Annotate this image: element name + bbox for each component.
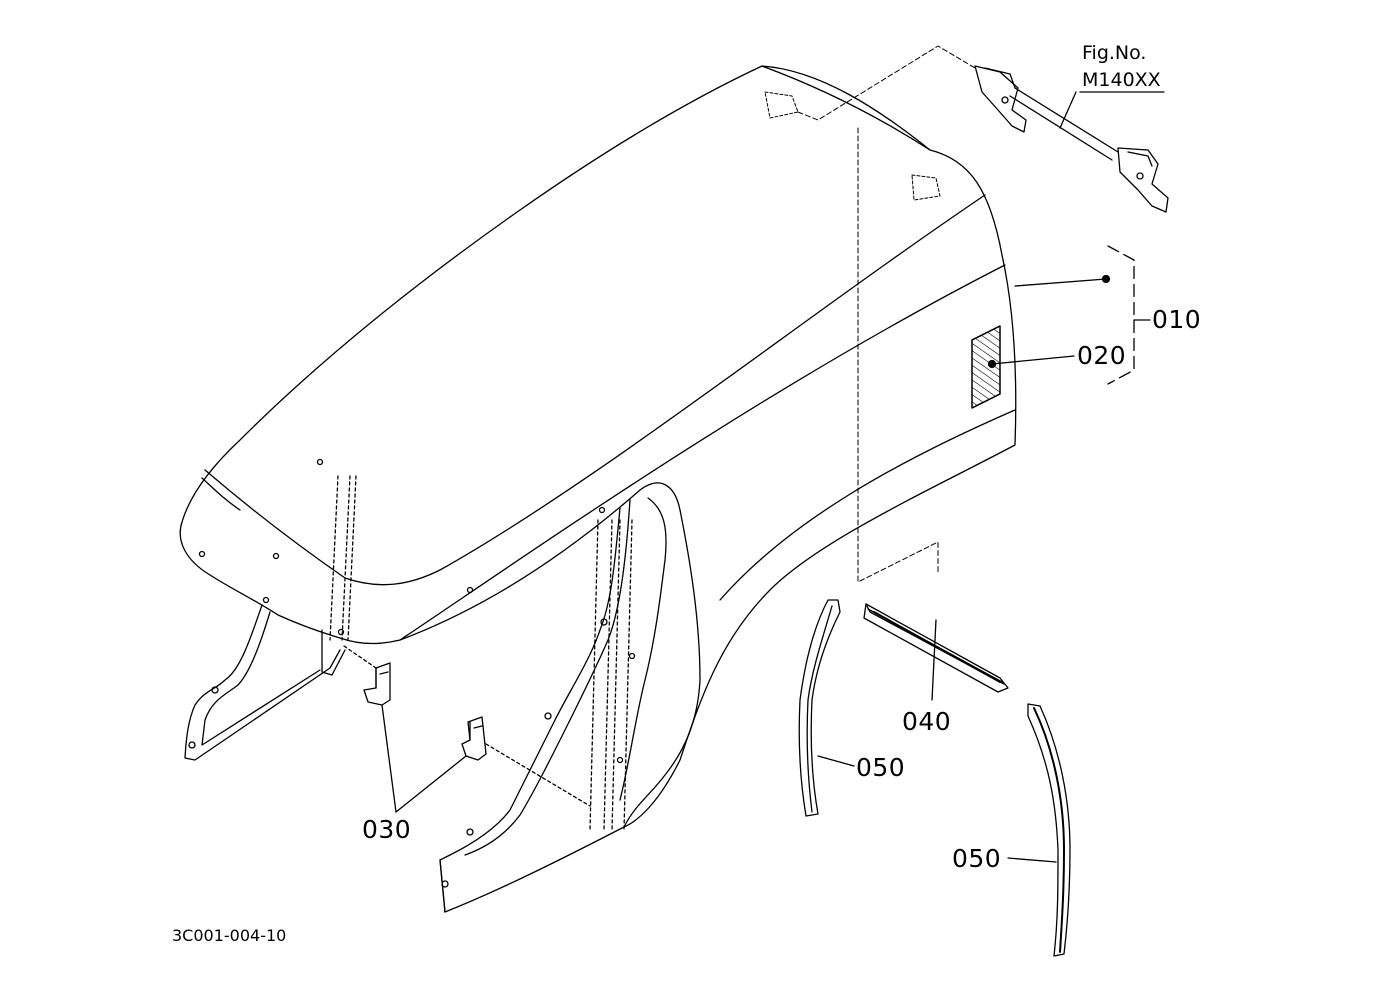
rubber-strip-040 bbox=[863, 603, 1009, 693]
leader-040 bbox=[931, 619, 937, 701]
callout-050-b[interactable]: 050 bbox=[952, 844, 1002, 873]
hood-hinge-strips bbox=[329, 475, 633, 831]
leader-050-a bbox=[817, 755, 855, 767]
decal-020 bbox=[971, 325, 1001, 409]
drawing-code: 3C001-004-10 bbox=[172, 926, 287, 945]
callout-020[interactable]: 020 bbox=[1077, 341, 1127, 370]
callout-040[interactable]: 040 bbox=[902, 707, 952, 736]
callout-030[interactable]: 030 bbox=[362, 815, 412, 844]
hinge-assembly-ref bbox=[974, 65, 1169, 213]
bracket-030-leaders bbox=[343, 645, 591, 813]
bracket-030-b bbox=[461, 716, 487, 761]
leader-010-dot bbox=[1101, 274, 1111, 284]
fig-ref-number[interactable]: M140XX bbox=[1082, 69, 1161, 91]
leader-020-dot bbox=[987, 359, 997, 369]
fig-ref-leader bbox=[1059, 91, 1077, 129]
rubber-strip-050-a bbox=[798, 599, 841, 817]
callout-050-a[interactable]: 050 bbox=[856, 753, 906, 782]
hood-outline bbox=[179, 65, 1017, 913]
callout-bracket-010 bbox=[1107, 245, 1135, 385]
leader-050-b bbox=[1007, 857, 1057, 863]
leader-020 bbox=[991, 355, 1075, 365]
fig-ref-title: Fig.No. bbox=[1082, 42, 1147, 64]
leader-010 bbox=[1014, 278, 1107, 287]
hinge-mount-marks bbox=[764, 91, 941, 201]
callout-010[interactable]: 010 bbox=[1152, 305, 1202, 334]
rubber-strip-050-b bbox=[1027, 703, 1071, 957]
bracket-030-a bbox=[363, 662, 391, 706]
hinge-leader-dash bbox=[797, 45, 976, 583]
